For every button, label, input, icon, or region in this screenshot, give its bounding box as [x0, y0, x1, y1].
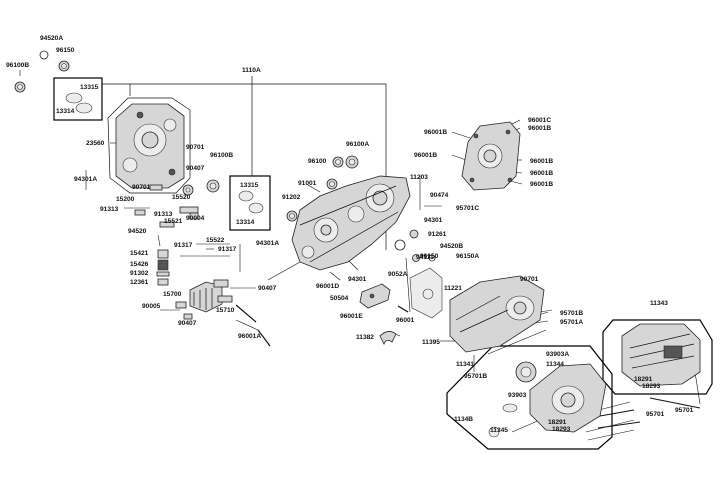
label-96001B: 96001B [528, 125, 551, 132]
label-18291: 18291 [548, 419, 567, 426]
bracket-icon [359, 283, 391, 309]
label-96001B: 96001B [530, 170, 553, 177]
guide-icon [379, 331, 397, 346]
label-95701: 95701 [646, 411, 665, 418]
outer-cover-icon [621, 323, 701, 387]
label-23560: 23560 [86, 140, 105, 147]
label-94520B: 94520B [440, 243, 463, 250]
label-96100A: 96100A [346, 141, 369, 148]
label-12361: 12361 [130, 279, 149, 286]
oring-icon [39, 50, 49, 60]
roller-bearing-icon [65, 92, 83, 104]
label-94520A: 94520A [40, 35, 63, 42]
label-90004: 90004 [186, 215, 205, 222]
parts [14, 50, 701, 438]
label-95701B: 95701B [464, 373, 487, 380]
label-95701A: 95701A [560, 319, 583, 326]
label-50504: 50504 [330, 295, 349, 302]
label-90407: 90407 [186, 165, 205, 172]
label-13315: 13315 [240, 182, 259, 189]
label-18293: 18293 [642, 383, 661, 390]
label-18291: 18291 [634, 376, 653, 383]
label-96100B: 96100B [210, 152, 233, 159]
label-18293: 18293 [552, 426, 571, 433]
roller-bearing-icon [238, 190, 254, 202]
label-11344: 11344 [546, 361, 564, 368]
label-15520: 15520 [172, 194, 191, 201]
label-94301A: 94301A [256, 240, 279, 247]
label-15521: 15521 [164, 218, 183, 225]
label-11203: 11203 [410, 174, 428, 181]
label-11382: 11382 [356, 334, 374, 341]
label-11343: 11343 [650, 300, 668, 307]
transmission-cover-icon [449, 275, 545, 353]
label-15522: 15522 [206, 237, 225, 244]
bearing-box-center [229, 175, 271, 231]
label-96150: 96150 [420, 253, 439, 260]
label-11341: 11341 [456, 361, 474, 368]
label-94301A: 94301A [74, 176, 97, 183]
label-96001: 96001 [396, 317, 415, 324]
label-91261: 91261 [428, 231, 447, 238]
label-96150: 96150 [56, 47, 75, 54]
part-labels: 94520A 96150 96100B 1110A 13315 13314 23… [6, 35, 694, 434]
label-91001: 91001 [298, 180, 317, 187]
label-96001C: 96001C [528, 117, 551, 124]
label-1110A: 1110A [242, 67, 261, 74]
label-11395: 11395 [422, 339, 440, 346]
right-case-detail-frame [446, 345, 613, 450]
label-9052A: 9052A [388, 271, 408, 278]
bearing-box-left [53, 77, 103, 121]
label-94301: 94301 [348, 276, 367, 283]
label-15700: 15700 [163, 291, 182, 298]
label-94301: 94301 [424, 217, 443, 224]
label-15200: 15200 [116, 196, 135, 203]
label-90407: 90407 [258, 285, 277, 292]
label-13314: 13314 [236, 219, 255, 226]
label-90474: 90474 [430, 192, 449, 199]
label-96001B: 96001B [530, 158, 553, 165]
label-13315: 13315 [80, 84, 99, 91]
label-15421: 15421 [130, 250, 149, 257]
label-1134B: 1134B [454, 416, 473, 423]
label-15426: 15426 [130, 261, 149, 268]
label-96001D: 96001D [316, 283, 339, 290]
label-91313: 91313 [154, 211, 173, 218]
label-96100: 96100 [308, 158, 327, 165]
outer-cover-detail-frame [602, 319, 713, 395]
label-93903A: 93903A [546, 351, 569, 358]
label-96001B: 96001B [414, 152, 437, 159]
label-96150A: 96150A [456, 253, 479, 260]
label-11221: 11221 [444, 285, 462, 292]
label-94111: 94111 [416, 254, 434, 261]
label-96001E: 96001E [340, 313, 363, 320]
label-91302: 91302 [130, 270, 149, 277]
label-11345: 11345 [490, 427, 508, 434]
label-94520: 94520 [128, 228, 147, 235]
sensor-icon [502, 403, 518, 413]
label-91317: 91317 [218, 246, 237, 253]
label-91317: 91317 [174, 242, 193, 249]
label-90005: 90005 [142, 303, 161, 310]
label-95701: 95701 [675, 407, 694, 414]
label-91202: 91202 [282, 194, 301, 201]
label-95701C: 95701C [456, 205, 479, 212]
label-91313: 91313 [100, 206, 119, 213]
label-90701: 90701 [186, 144, 205, 151]
label-96001A: 96001A [238, 333, 261, 340]
left-cover-outline [107, 97, 191, 194]
label-96001B: 96001B [424, 129, 447, 136]
label-93903: 93903 [508, 392, 527, 399]
label-95701B: 95701B [560, 310, 583, 317]
label-90407: 90407 [178, 320, 197, 327]
label-90701: 90701 [520, 276, 539, 283]
label-96001B: 96001B [530, 181, 553, 188]
label-90701: 90701 [132, 184, 151, 191]
label-13314: 13314 [56, 108, 75, 115]
label-15710: 15710 [216, 307, 235, 314]
label-96100B: 96100B [6, 62, 29, 69]
